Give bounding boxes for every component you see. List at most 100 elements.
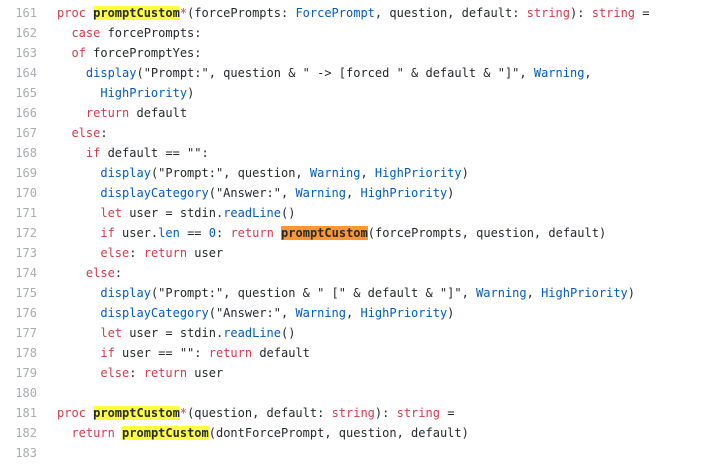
code-line[interactable]: 168 if default == "": [0, 143, 713, 163]
keyword-token: return [85, 106, 130, 120]
code-text[interactable] [37, 383, 713, 403]
code-line[interactable]: 172 if user.len == 0: return promptCusto… [0, 223, 713, 243]
code-text[interactable]: else: [37, 263, 713, 283]
code-token [57, 246, 100, 260]
code-text[interactable]: return default [37, 103, 713, 123]
code-text[interactable]: proc promptCustom*(question, default: st… [37, 403, 713, 423]
keyword-token: else [100, 366, 130, 380]
code-token: ): [570, 6, 592, 20]
identifier-token: HighPriority [374, 166, 462, 180]
line-number: 182 [15, 426, 37, 440]
code-line[interactable]: 170 displayCategory("Answer:", Warning, … [0, 183, 713, 203]
keyword-token: proc [57, 6, 94, 20]
identifier-token: displayCategory [100, 186, 209, 200]
code-line[interactable]: 178 if user == "": return default [0, 343, 713, 363]
code-line[interactable]: 165 HighPriority) [0, 83, 713, 103]
line-number: 173 [15, 246, 37, 260]
line-number: 178 [15, 346, 37, 360]
code-line[interactable]: 183 [0, 443, 713, 463]
code-token: (dontForcePrompt, question, default) [208, 426, 469, 440]
code-line[interactable]: 182 return promptCustom(dontForcePrompt,… [0, 423, 713, 443]
code-line[interactable]: 180 [0, 383, 713, 403]
code-token: ("Answer:", [208, 306, 296, 320]
code-token: , [346, 306, 361, 320]
line-number: 165 [15, 86, 37, 100]
code-line[interactable]: 174 else: [0, 263, 713, 283]
code-text[interactable]: if default == "": [37, 143, 713, 163]
keyword-token: return [71, 426, 115, 440]
line-number: 164 [15, 66, 37, 80]
code-line[interactable]: 169 display("Prompt:", question, Warning… [0, 163, 713, 183]
code-token: default == "": [100, 146, 209, 160]
keyword-token: of [71, 46, 86, 60]
code-text[interactable]: case forcePrompts: [37, 23, 713, 43]
keyword-token: return [230, 226, 274, 240]
code-line[interactable]: 162 case forcePrompts: [0, 23, 713, 43]
code-text[interactable]: else: [37, 123, 713, 143]
identifier-token: readLine [223, 326, 281, 340]
code-text[interactable]: return promptCustom(dontForcePrompt, que… [37, 423, 713, 443]
code-token [57, 146, 86, 160]
line-number: 161 [15, 6, 37, 20]
identifier-token: HighPriority [360, 186, 448, 200]
identifier-token: ForcePrompt [295, 6, 375, 20]
identifier-token: len [158, 226, 180, 240]
code-text[interactable]: else: return user [37, 243, 713, 263]
line-number: 170 [15, 186, 37, 200]
code-line[interactable]: 167 else: [0, 123, 713, 143]
code-line[interactable]: 175 display("Prompt:", question & " [" &… [0, 283, 713, 303]
keyword-token: else [100, 246, 130, 260]
code-text[interactable]: HighPriority) [37, 83, 713, 103]
code-token: user. [114, 226, 159, 240]
code-text[interactable]: if user == "": return default [37, 343, 713, 363]
code-text[interactable]: display("Prompt:", question, Warning, Hi… [37, 163, 713, 183]
keyword-token: let [100, 326, 123, 340]
code-line[interactable]: 164 display("Prompt:", question & " -> [… [0, 63, 713, 83]
code-token: : [129, 366, 144, 380]
line-number: 171 [15, 206, 37, 220]
code-token [57, 326, 100, 340]
code-line[interactable]: 171 let user = stdin.readLine() [0, 203, 713, 223]
code-text[interactable]: displayCategory("Answer:", Warning, High… [37, 183, 713, 203]
code-token: , [360, 166, 375, 180]
code-token [57, 166, 100, 180]
code-token [115, 426, 122, 440]
code-line[interactable]: 176 displayCategory("Answer:", Warning, … [0, 303, 713, 323]
code-text[interactable]: display("Prompt:", question & " [" & def… [37, 283, 713, 303]
code-line[interactable]: 179 else: return user [0, 363, 713, 383]
code-text[interactable]: if user.len == 0: return promptCustom(fo… [37, 223, 713, 243]
keyword-token: * [179, 406, 188, 420]
code-text[interactable]: display("Prompt:", question & " -> [forc… [37, 63, 713, 83]
code-line[interactable]: 166 return default [0, 103, 713, 123]
identifier-token: display [85, 66, 137, 80]
code-text[interactable]: else: return user [37, 363, 713, 383]
code-text[interactable]: of forcePromptYes: [37, 43, 713, 63]
keyword-token: if [100, 346, 115, 360]
code-text[interactable] [37, 443, 713, 463]
code-text[interactable]: displayCategory("Answer:", Warning, High… [37, 303, 713, 323]
code-token: (forcePrompts, question, default) [367, 226, 607, 240]
code-line[interactable]: 173 else: return user [0, 243, 713, 263]
code-line[interactable]: 177 let user = stdin.readLine() [0, 323, 713, 343]
code-token [57, 86, 100, 100]
keyword-token: let [100, 206, 123, 220]
identifier-token: Warning [476, 286, 527, 300]
code-token: user [187, 246, 224, 260]
code-token: default [129, 106, 188, 120]
code-token: : [114, 266, 123, 280]
code-token: user [187, 366, 224, 380]
code-text[interactable]: proc promptCustom*(forcePrompts: ForcePr… [37, 3, 713, 23]
code-token: , [526, 286, 542, 300]
code-line[interactable]: 163 of forcePromptYes: [0, 43, 713, 63]
line-number: 162 [15, 26, 37, 40]
code-token: forcePromptYes: [85, 46, 202, 60]
code-token: , [346, 186, 361, 200]
line-number: 175 [15, 286, 37, 300]
code-text[interactable]: let user = stdin.readLine() [37, 323, 713, 343]
code-token [57, 106, 86, 120]
code-token: ("Prompt:", question & " -> [forced " & … [136, 66, 534, 80]
code-text[interactable]: let user = stdin.readLine() [37, 203, 713, 223]
